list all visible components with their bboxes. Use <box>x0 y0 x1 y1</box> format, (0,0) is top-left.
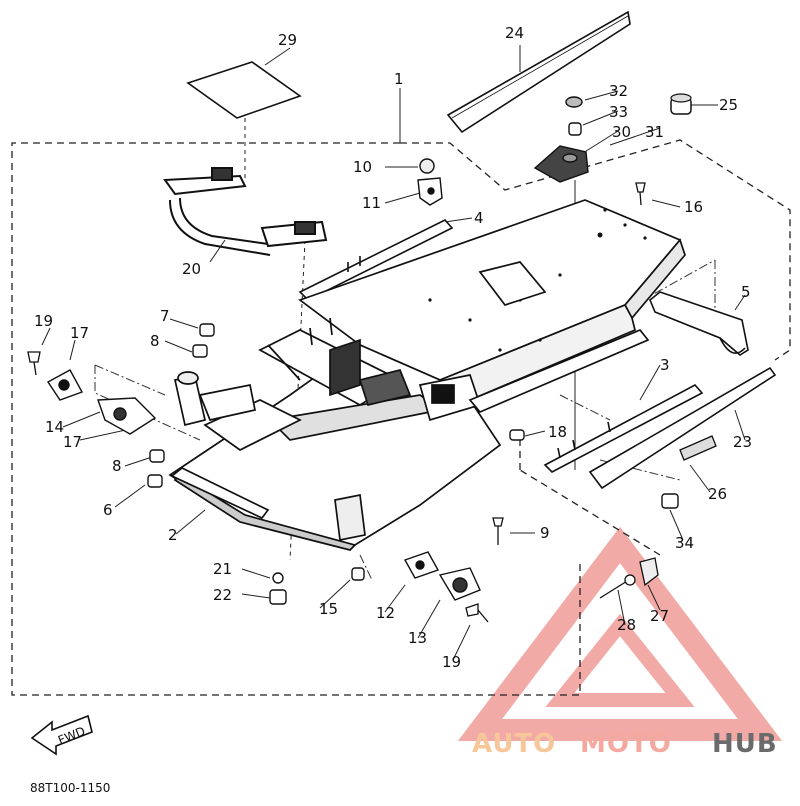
callout-label: 19 <box>34 312 53 330</box>
fwd-arrow: FWD <box>30 714 93 756</box>
callout-label: 33 <box>609 103 628 121</box>
callout-label: 9 <box>540 524 550 542</box>
callout-label: 23 <box>733 433 752 451</box>
watermark-logo <box>457 526 783 741</box>
part-5-rail <box>649 291 749 356</box>
callout-label: 1 <box>394 70 404 88</box>
watermark-part2: MOTO <box>580 729 672 759</box>
callout-label: 4 <box>474 209 484 227</box>
callout-label: 22 <box>213 586 232 604</box>
callout-labels: 1 2 3 4 5 6 7 8 8 9 10 11 12 13 14 15 16… <box>34 24 752 671</box>
callout-label: 13 <box>408 629 427 647</box>
parts-12-13-brackets <box>403 551 481 601</box>
callout-label: 5 <box>741 283 751 301</box>
main-frame <box>168 199 686 551</box>
callout-label: 6 <box>103 501 113 519</box>
watermark-text: AUTO MOTO HUB <box>472 729 778 759</box>
callout-label: 16 <box>684 198 703 216</box>
callout-label: 19 <box>442 653 461 671</box>
part-20-handle-bar <box>163 167 328 256</box>
callout-label: 26 <box>708 485 727 503</box>
callout-label: 17 <box>70 324 89 342</box>
callout-label: 10 <box>353 158 372 176</box>
part-29-plate <box>186 61 302 119</box>
callout-label: 14 <box>45 418 64 436</box>
callout-label: 27 <box>650 607 669 625</box>
callout-label: 11 <box>362 194 381 212</box>
part-code: 88T100-1150 <box>30 781 110 795</box>
callout-label: 24 <box>505 24 524 42</box>
callout-label: 32 <box>609 82 628 100</box>
part-23-rail <box>588 366 777 490</box>
parts-14-17-mounts <box>46 369 157 435</box>
part-16-bolt <box>635 182 646 206</box>
bushings <box>147 323 679 605</box>
part-26-plate <box>679 435 717 461</box>
part-3-rail <box>543 383 704 473</box>
callout-label: 20 <box>182 260 201 278</box>
watermark-part3: HUB <box>712 729 778 759</box>
callout-label: 25 <box>719 96 738 114</box>
callout-label: 17 <box>63 433 82 451</box>
callout-label: 34 <box>675 534 694 552</box>
bolts <box>27 351 659 623</box>
callout-label: 2 <box>168 526 178 544</box>
callout-label: 21 <box>213 560 232 578</box>
watermark-part1: AUTO <box>472 729 556 759</box>
callout-label: 30 <box>612 123 631 141</box>
parts-10-11-bracket <box>417 158 443 206</box>
callout-label: 7 <box>160 307 170 325</box>
callout-label: 29 <box>278 31 297 49</box>
part-25-cap <box>670 93 692 115</box>
dashed-boundary <box>11 139 791 696</box>
parts-30-33-mount <box>533 96 589 183</box>
callout-label: 28 <box>617 616 636 634</box>
callout-label: 15 <box>319 600 338 618</box>
callout-label: 8 <box>112 457 122 475</box>
callout-label: 31 <box>645 123 664 141</box>
callout-label: 18 <box>548 423 567 441</box>
callout-label: 3 <box>660 356 670 374</box>
callout-label: 12 <box>376 604 395 622</box>
callout-label: 8 <box>150 332 160 350</box>
part-24-strip <box>446 10 631 134</box>
